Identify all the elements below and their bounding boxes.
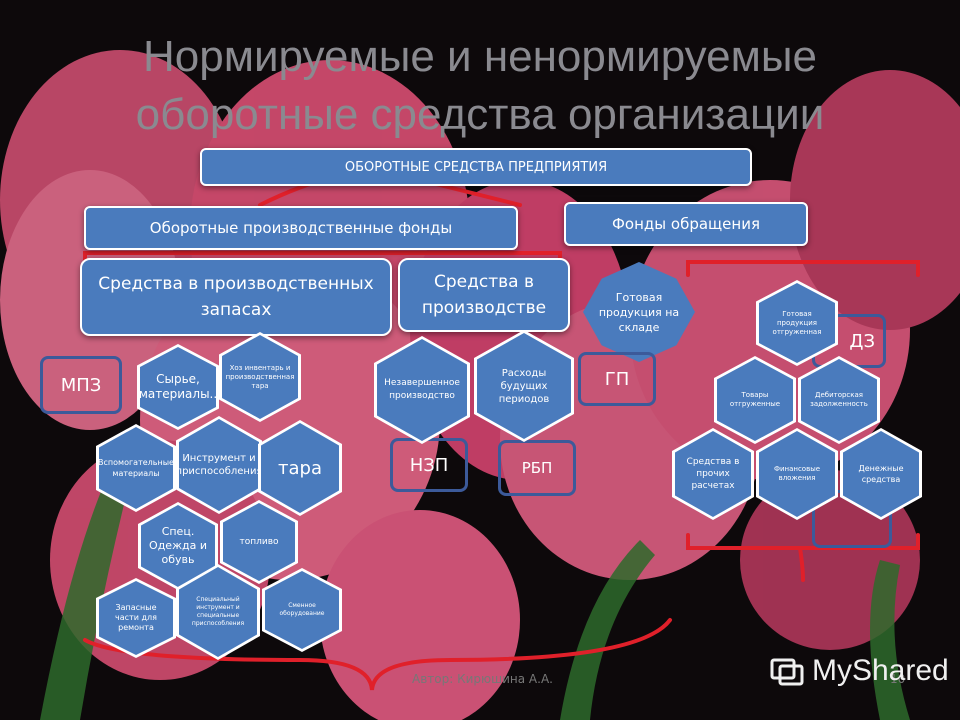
circulation-funds-box: Фонды обращения [564, 202, 808, 246]
hex-spare-parts-label: Запасные части для ремонта [115, 603, 157, 632]
working-capital-box: ОБОРОТНЫЕ СРЕДСТВА ПРЕДПРИЯТИЯ [200, 148, 752, 186]
production-funds-box: Оборотные производственные фонды [84, 206, 518, 250]
tag-dz-label: ДЗ [849, 330, 875, 352]
hex-raw-materials-label: Сырье, материалы.. [140, 372, 216, 401]
hex-deferred-expenses-label: Расходы будущих периодов [498, 367, 550, 405]
slides-icon [770, 658, 804, 686]
tag-rbp-label: РБП [521, 459, 553, 477]
circulation-funds-label: Фонды обращения [612, 215, 760, 233]
tag-rbp: РБП [498, 440, 576, 496]
hex-fuel-label: топливо [239, 537, 279, 547]
hex-cash-label: Денежные средства [858, 464, 904, 484]
ready-products-label: Готовая продукция на складе [598, 290, 680, 334]
tag-nzp: НЗП [390, 438, 468, 492]
hex-auxiliary-materials-label: Вспомогательные материалы [99, 458, 173, 478]
title-line-1: Нормируемые и ненормируемые [142, 32, 817, 81]
hex-goods-shipped: Товары отгруженные [714, 356, 796, 444]
hex-raw-materials: Сырье, материалы.. [137, 344, 219, 430]
production-stocks-box: Средства в производственных запасах [80, 258, 392, 336]
hex-goods-shipped-label: Товары отгруженные [729, 391, 781, 408]
hex-household-inventory-label: Хоз инвентарь и производственная тара [225, 363, 295, 390]
in-production-label: Средства в производстве [421, 272, 547, 318]
hex-work-in-progress-label: Незавершенное производство [384, 378, 460, 401]
slide-title: Нормируемые и ненормируемые оборотные ср… [40, 28, 920, 144]
hex-tools-label: Инструмент и приспособления [179, 453, 259, 477]
hex-work-in-progress: Незавершенное производство [374, 336, 470, 444]
page-number: 10 [890, 672, 906, 686]
hex-shipped-products: Готовая продукция отгруженная [756, 280, 838, 366]
myshared-logo: MyShared [770, 654, 949, 688]
hex-financial-investments-label: Финансовые вложения [773, 465, 821, 482]
hex-workwear-label: Спец. Одежда и обувь [149, 525, 207, 566]
tag-mpz: МПЗ [40, 356, 122, 414]
hex-receivables: Дебиторская задолженность [798, 356, 880, 444]
tag-gp: ГП [578, 352, 656, 406]
tag-gp-label: ГП [604, 368, 630, 390]
production-funds-label: Оборотные производственные фонды [149, 219, 453, 237]
hex-special-tools: Специальный инструмент и специальные при… [176, 564, 260, 660]
hex-cash: Денежные средства [840, 428, 922, 520]
hex-financial-investments: Финансовые вложения [756, 428, 838, 520]
hex-replacement-equipment-label: Сменное оборудование [279, 602, 325, 617]
hex-household-inventory: Хоз инвентарь и производственная тара [219, 332, 301, 422]
hex-fuel: топливо [220, 500, 298, 584]
title-line-2: оборотные средства организации [135, 90, 825, 139]
hex-other-settlements-label: Средства в прочих расчетах [686, 457, 740, 491]
hex-shipped-products-label: Готовая продукция отгруженная [772, 309, 822, 336]
tag-mpz-label: МПЗ [60, 374, 102, 396]
hex-other-settlements: Средства в прочих расчетах [672, 428, 754, 520]
in-production-box: Средства в производстве [398, 258, 570, 332]
production-stocks-label: Средства в производственных запасах [98, 274, 374, 320]
working-capital-label: ОБОРОТНЫЕ СРЕДСТВА ПРЕДПРИЯТИЯ [344, 159, 608, 175]
footer-author: Автор: Кирюшина А.А. [412, 672, 553, 686]
tag-nzp-label: НЗП [409, 454, 449, 476]
logo-text: MyShared [812, 654, 949, 687]
hex-replacement-equipment: Сменное оборудование [262, 568, 342, 652]
hex-container: тара [258, 420, 342, 516]
hex-receivables-label: Дебиторская задолженность [810, 391, 868, 408]
hex-tools: Инструмент и приспособления [176, 416, 262, 514]
hex-container-label: тара [278, 457, 322, 479]
hex-special-tools-label: Специальный инструмент и специальные при… [191, 596, 245, 627]
